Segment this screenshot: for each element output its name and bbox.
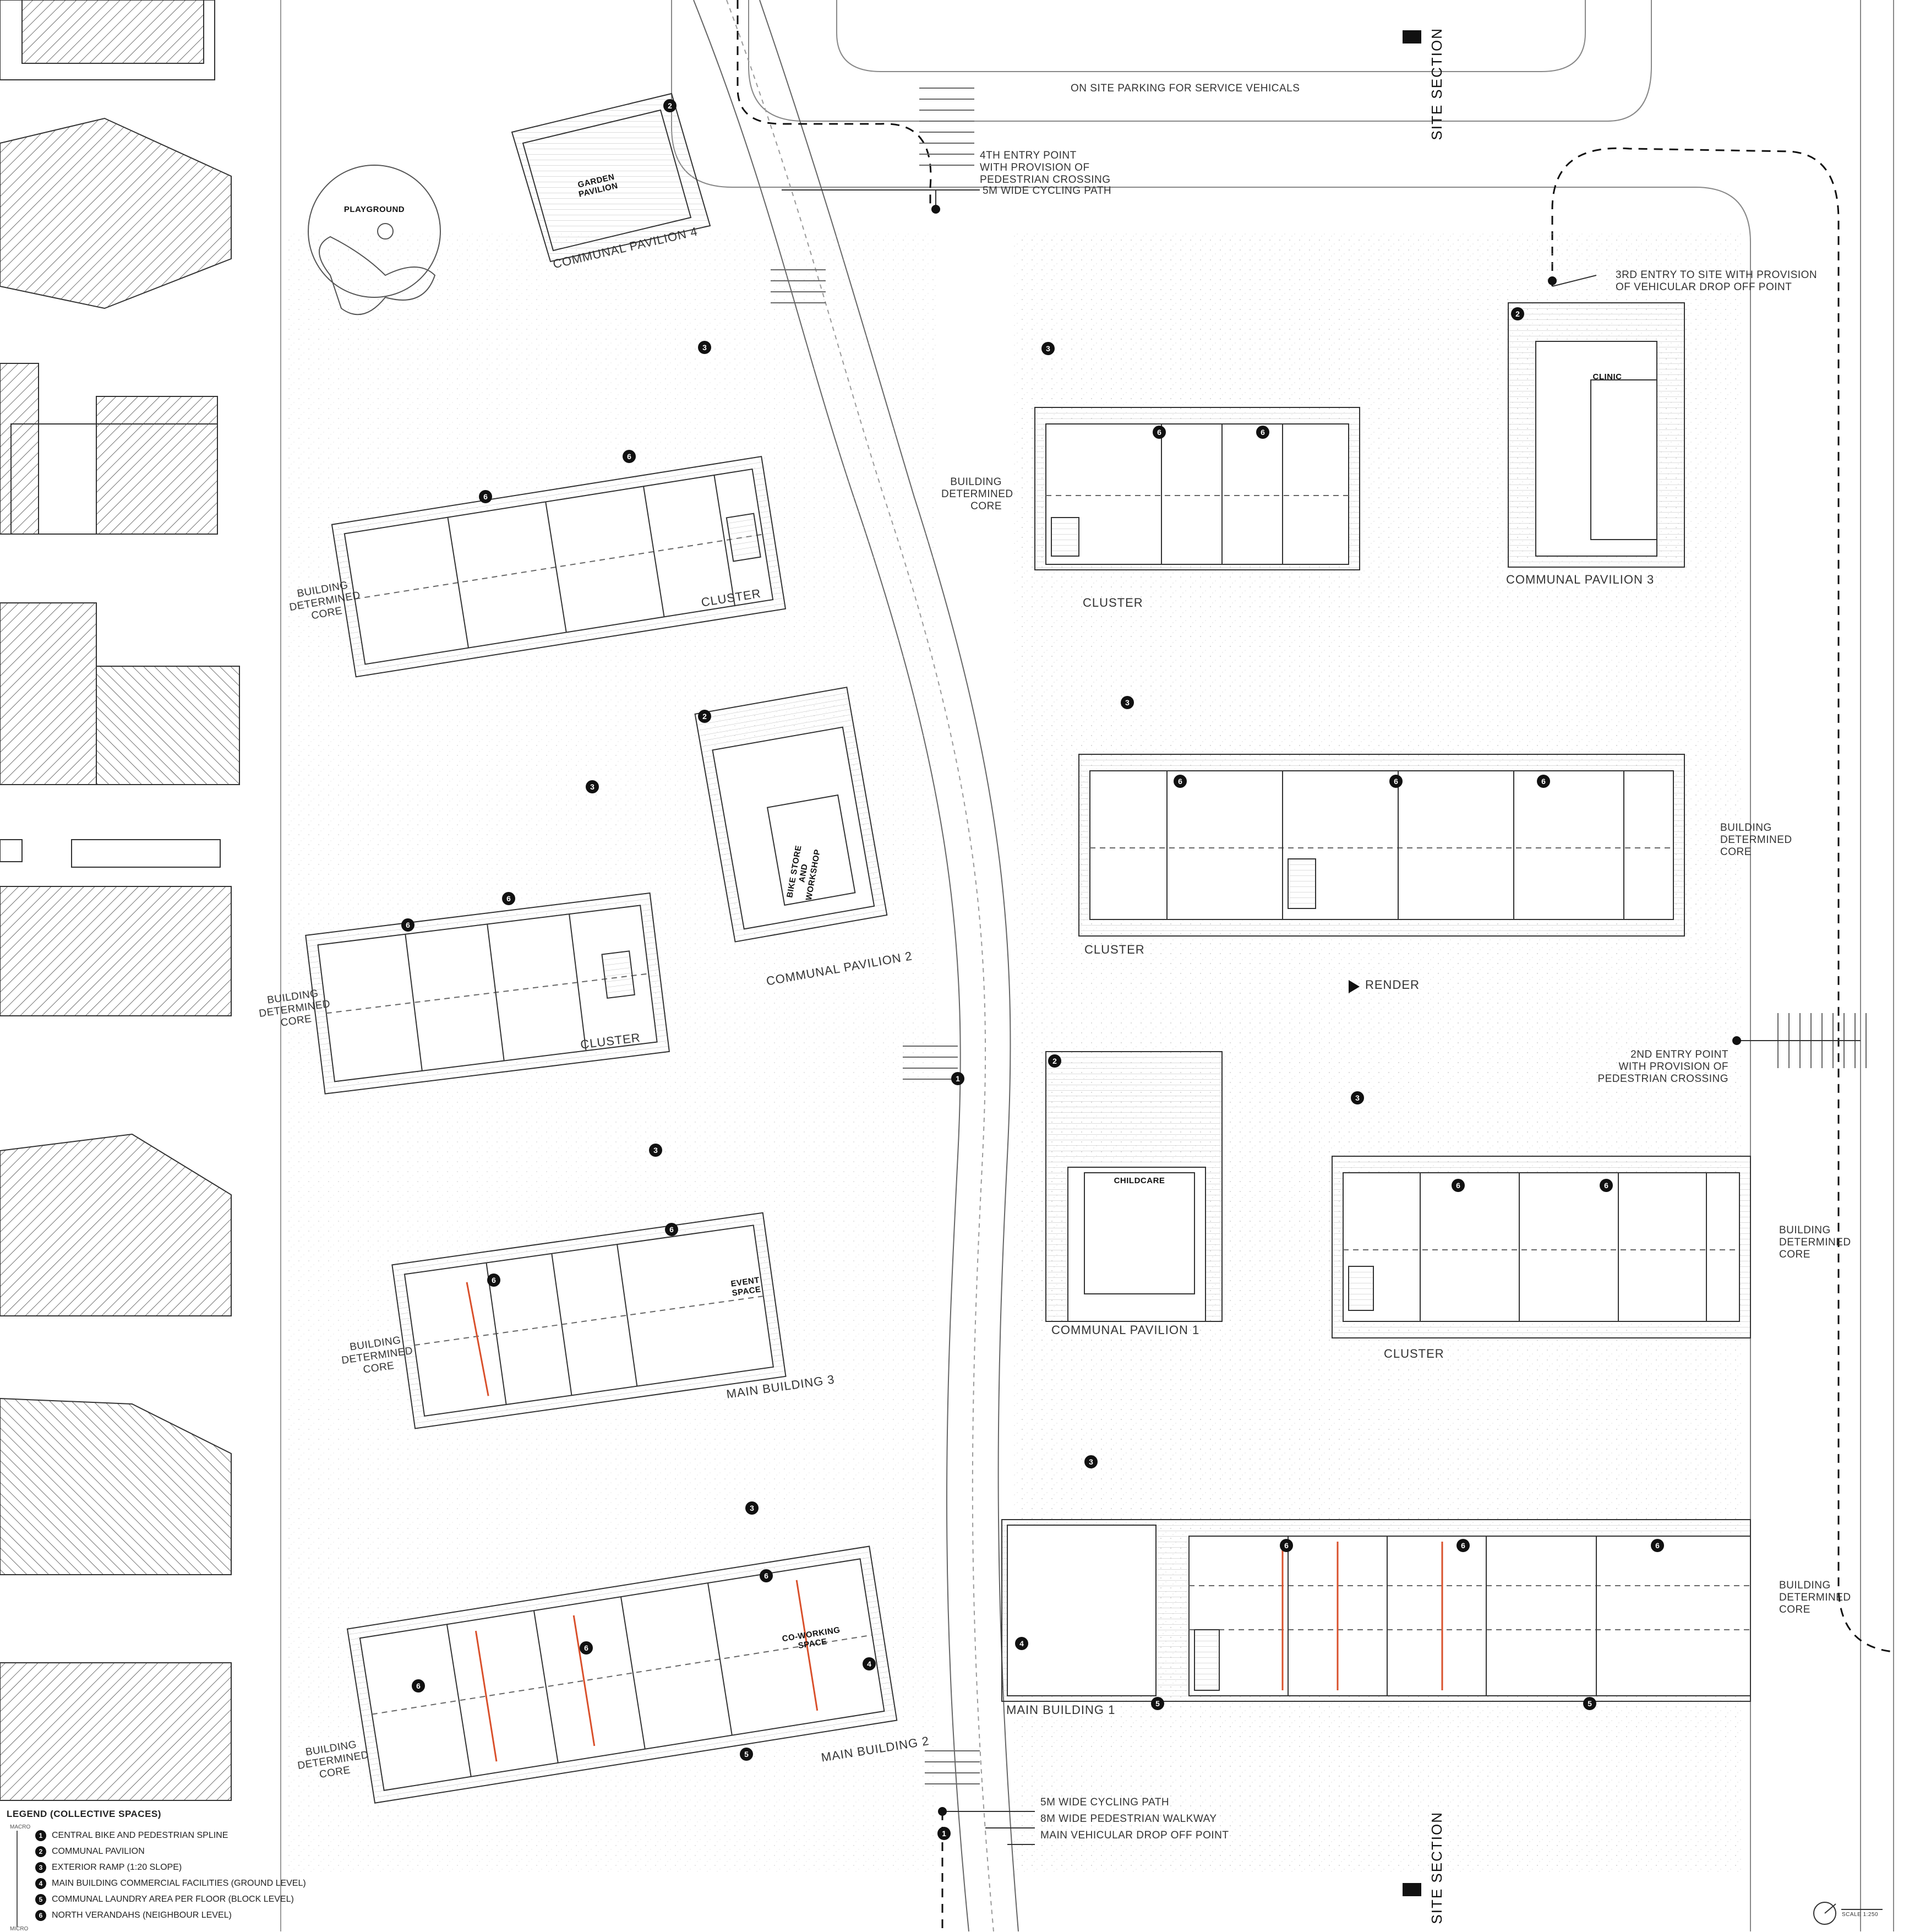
vehicle-route <box>737 0 932 209</box>
cycling-path-bottom-label: 5M WIDE CYCLING PATH <box>1040 1797 1170 1808</box>
marker-6: 6 <box>412 1679 425 1692</box>
marker-2: 2 <box>1048 1054 1061 1068</box>
marker-2: 2 <box>698 710 711 723</box>
cluster-label: CLUSTER <box>1384 1347 1444 1360</box>
site-section-top: SITE SECTION <box>1428 28 1445 140</box>
neighbour-houses <box>0 0 240 1801</box>
main-building-2 <box>346 1545 898 1804</box>
on-site-parking-label: ON SITE PARKING FOR SERVICE VEHICALS <box>1071 83 1300 94</box>
childcare-label: CHILDCARE <box>1114 1176 1165 1185</box>
main-building-3 <box>391 1212 787 1429</box>
marker-6: 6 <box>1174 775 1187 788</box>
main-building-1 <box>1001 1519 1751 1702</box>
vehicular-dropoff-label: MAIN VEHICULAR DROP OFF POINT <box>1040 1830 1229 1841</box>
marker-6: 6 <box>1153 426 1166 439</box>
scale-label: SCALE 1:250 <box>1842 1912 1879 1918</box>
cluster-west-1 <box>331 456 787 678</box>
marker-6: 6 <box>760 1569 773 1582</box>
marker-6: 6 <box>401 918 414 932</box>
marker-3: 3 <box>698 341 711 354</box>
communal-pavilion-1 <box>1045 1051 1223 1322</box>
marker-6: 6 <box>1256 426 1269 439</box>
marker-6: 6 <box>1389 775 1403 788</box>
legend: LEGEND (COLLECTIVE SPACES) MACRO MICRO 1… <box>7 1809 315 1932</box>
marker-2: 2 <box>663 99 677 112</box>
render-label: RENDER <box>1365 978 1420 992</box>
marker-3: 3 <box>1121 696 1134 709</box>
marker-6: 6 <box>1651 1539 1664 1552</box>
marker-6: 6 <box>1457 1539 1470 1552</box>
marker-3: 3 <box>745 1501 759 1515</box>
site-section-bars <box>1403 30 1421 1896</box>
communal-pavilion-1-label: COMMUNAL PAVILION 1 <box>1051 1323 1200 1337</box>
legend-title: LEGEND (COLLECTIVE SPACES) <box>7 1809 161 1819</box>
cluster-east-3 <box>1332 1156 1751 1338</box>
communal-pavilion-3 <box>1508 302 1685 568</box>
leader-dots <box>931 205 1741 1816</box>
marker-3: 3 <box>586 780 599 793</box>
marker-6: 6 <box>623 450 636 463</box>
playground <box>308 165 441 315</box>
cluster-east-1 <box>1034 407 1360 570</box>
marker-6: 6 <box>1452 1179 1465 1192</box>
marker-1: 1 <box>951 1072 964 1085</box>
legend-axis <box>17 1831 18 1927</box>
marker-5: 5 <box>1583 1697 1596 1710</box>
marker-6: 6 <box>1537 775 1550 788</box>
communal-pavilion-4 <box>511 92 711 263</box>
marker-5: 5 <box>1151 1697 1164 1710</box>
marker-3: 3 <box>1351 1091 1364 1104</box>
marker-6: 6 <box>479 490 492 503</box>
marker-4: 4 <box>1015 1637 1028 1650</box>
communal-pavilion-3-label: COMMUNAL PAVILION 3 <box>1506 573 1655 586</box>
marker-6: 6 <box>665 1223 678 1236</box>
marker-3: 3 <box>1084 1455 1098 1468</box>
pedestrian-walkway-label: 8M WIDE PEDESTRIAN WALKWAY <box>1040 1813 1217 1825</box>
marker-1: 1 <box>937 1827 951 1840</box>
cluster-west-2 <box>305 892 670 1095</box>
marker-6: 6 <box>1280 1539 1293 1552</box>
marker-3: 3 <box>649 1144 662 1157</box>
north-arrow <box>1813 1902 1883 1925</box>
cluster-label: CLUSTER <box>1084 943 1145 956</box>
marker-5: 5 <box>740 1748 753 1761</box>
legend-micro-label: MICRO <box>10 1926 29 1932</box>
marker-6: 6 <box>487 1274 500 1287</box>
marker-4: 4 <box>863 1657 876 1670</box>
marker-6: 6 <box>580 1641 593 1655</box>
marker-6: 6 <box>502 892 515 905</box>
vehicle-route-east <box>1551 147 1894 1653</box>
playground-label: PLAYGROUND <box>343 205 405 214</box>
marker-3: 3 <box>1041 342 1055 355</box>
legend-macro-label: MACRO <box>10 1824 31 1830</box>
communal-pavilion-2 <box>694 687 888 943</box>
clinic-label: CLINIC <box>1592 372 1622 382</box>
render-arrow <box>1349 980 1360 993</box>
cycling-path-top-label: 5M WIDE CYCLING PATH <box>983 185 1112 197</box>
callout-leaders <box>782 189 1861 1845</box>
cluster-east-2 <box>1078 754 1685 937</box>
site-section-bottom: SITE SECTION <box>1428 1811 1445 1924</box>
cluster-label: CLUSTER <box>1083 596 1143 609</box>
marker-2: 2 <box>1511 307 1524 320</box>
main-building-1-label: MAIN BUILDING 1 <box>1006 1703 1116 1717</box>
marker-6: 6 <box>1600 1179 1613 1192</box>
